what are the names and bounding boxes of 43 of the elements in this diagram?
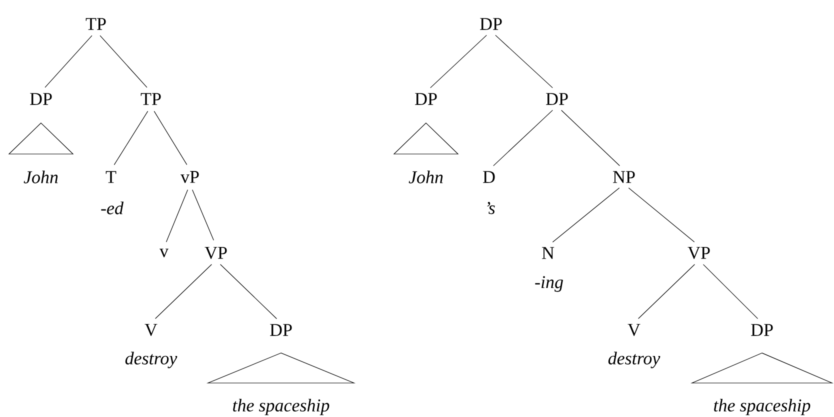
category-label: V: [628, 324, 640, 336]
word-label: the spaceship: [714, 398, 810, 416]
branch-line: [100, 35, 148, 88]
word-label: destroy: [608, 352, 660, 368]
category-label: DP: [30, 93, 52, 105]
category-label: V: [144, 324, 158, 336]
category-label: DP: [751, 324, 773, 336]
branch-line: [495, 34, 553, 88]
branch-line: [561, 110, 620, 166]
category-label: T: [106, 171, 116, 183]
branch-line: [638, 264, 695, 319]
branch-line: [220, 264, 277, 320]
category-label: NP: [613, 171, 635, 183]
word-label: ’s: [487, 202, 495, 214]
branch-line: [192, 189, 214, 241]
word-label: John: [24, 170, 58, 184]
branch-line: [154, 110, 188, 165]
branch-line: [166, 189, 188, 242]
branch-line: [114, 110, 148, 166]
category-label: D: [483, 171, 495, 183]
category-label: TP: [86, 18, 106, 30]
category-label: VP: [688, 246, 710, 260]
branch-line: [44, 35, 92, 88]
word-label: -ed: [101, 202, 124, 214]
category-label: DP: [480, 18, 502, 30]
category-label: vP: [180, 171, 199, 183]
branch-line: [430, 34, 487, 88]
category-label: v: [160, 248, 168, 258]
word-label: destroy: [125, 352, 178, 368]
branch-line: [628, 188, 695, 242]
category-label: DP: [415, 93, 437, 105]
word-label: the spaceship: [233, 398, 330, 416]
word-label: -ing: [535, 276, 563, 292]
branch-line: [702, 264, 758, 319]
branch-line: [155, 264, 212, 319]
branch-line: [552, 188, 620, 242]
category-label: DP: [546, 93, 568, 105]
branch-line: [493, 110, 553, 166]
category-label: VP: [204, 246, 227, 260]
category-label: DP: [270, 324, 292, 336]
word-label: John: [408, 170, 443, 184]
category-label: N: [542, 247, 554, 259]
category-label: TP: [140, 93, 161, 105]
